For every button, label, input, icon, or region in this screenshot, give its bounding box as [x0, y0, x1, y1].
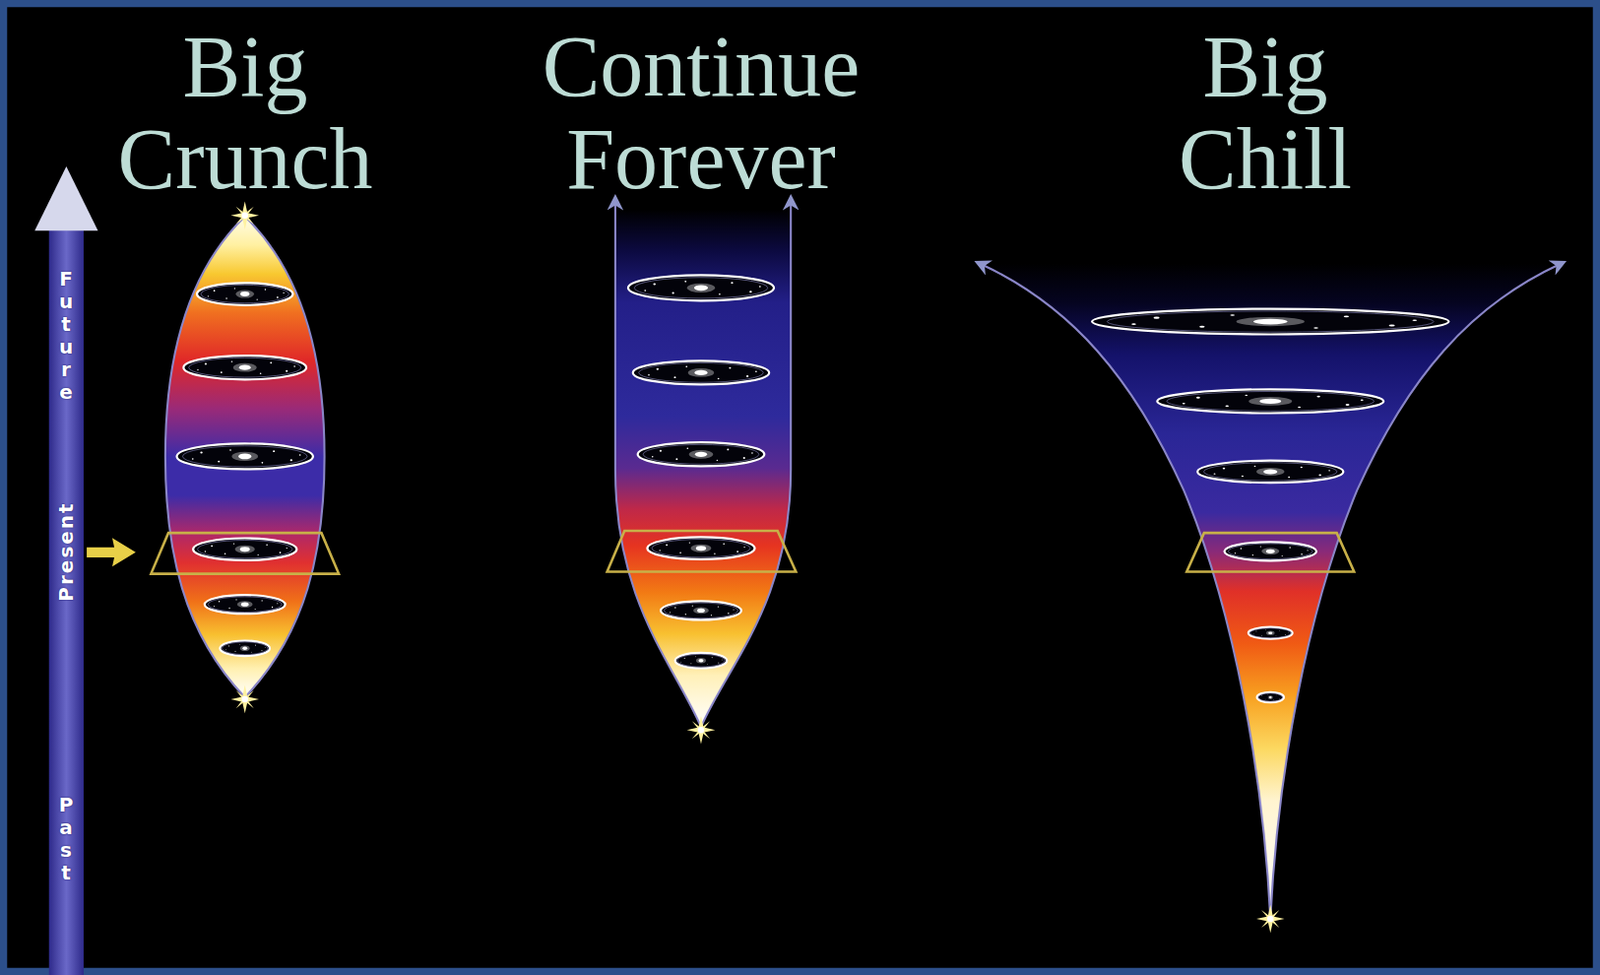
time-axis-label: Past — [56, 793, 76, 885]
scenario-title: Big Crunch — [107, 20, 384, 206]
time-axis-label: Present — [55, 501, 77, 601]
scenario-title: Continue Forever — [518, 20, 884, 206]
scenario-title: Big Chill — [1127, 20, 1404, 206]
time-axis-label: Future — [56, 267, 76, 404]
